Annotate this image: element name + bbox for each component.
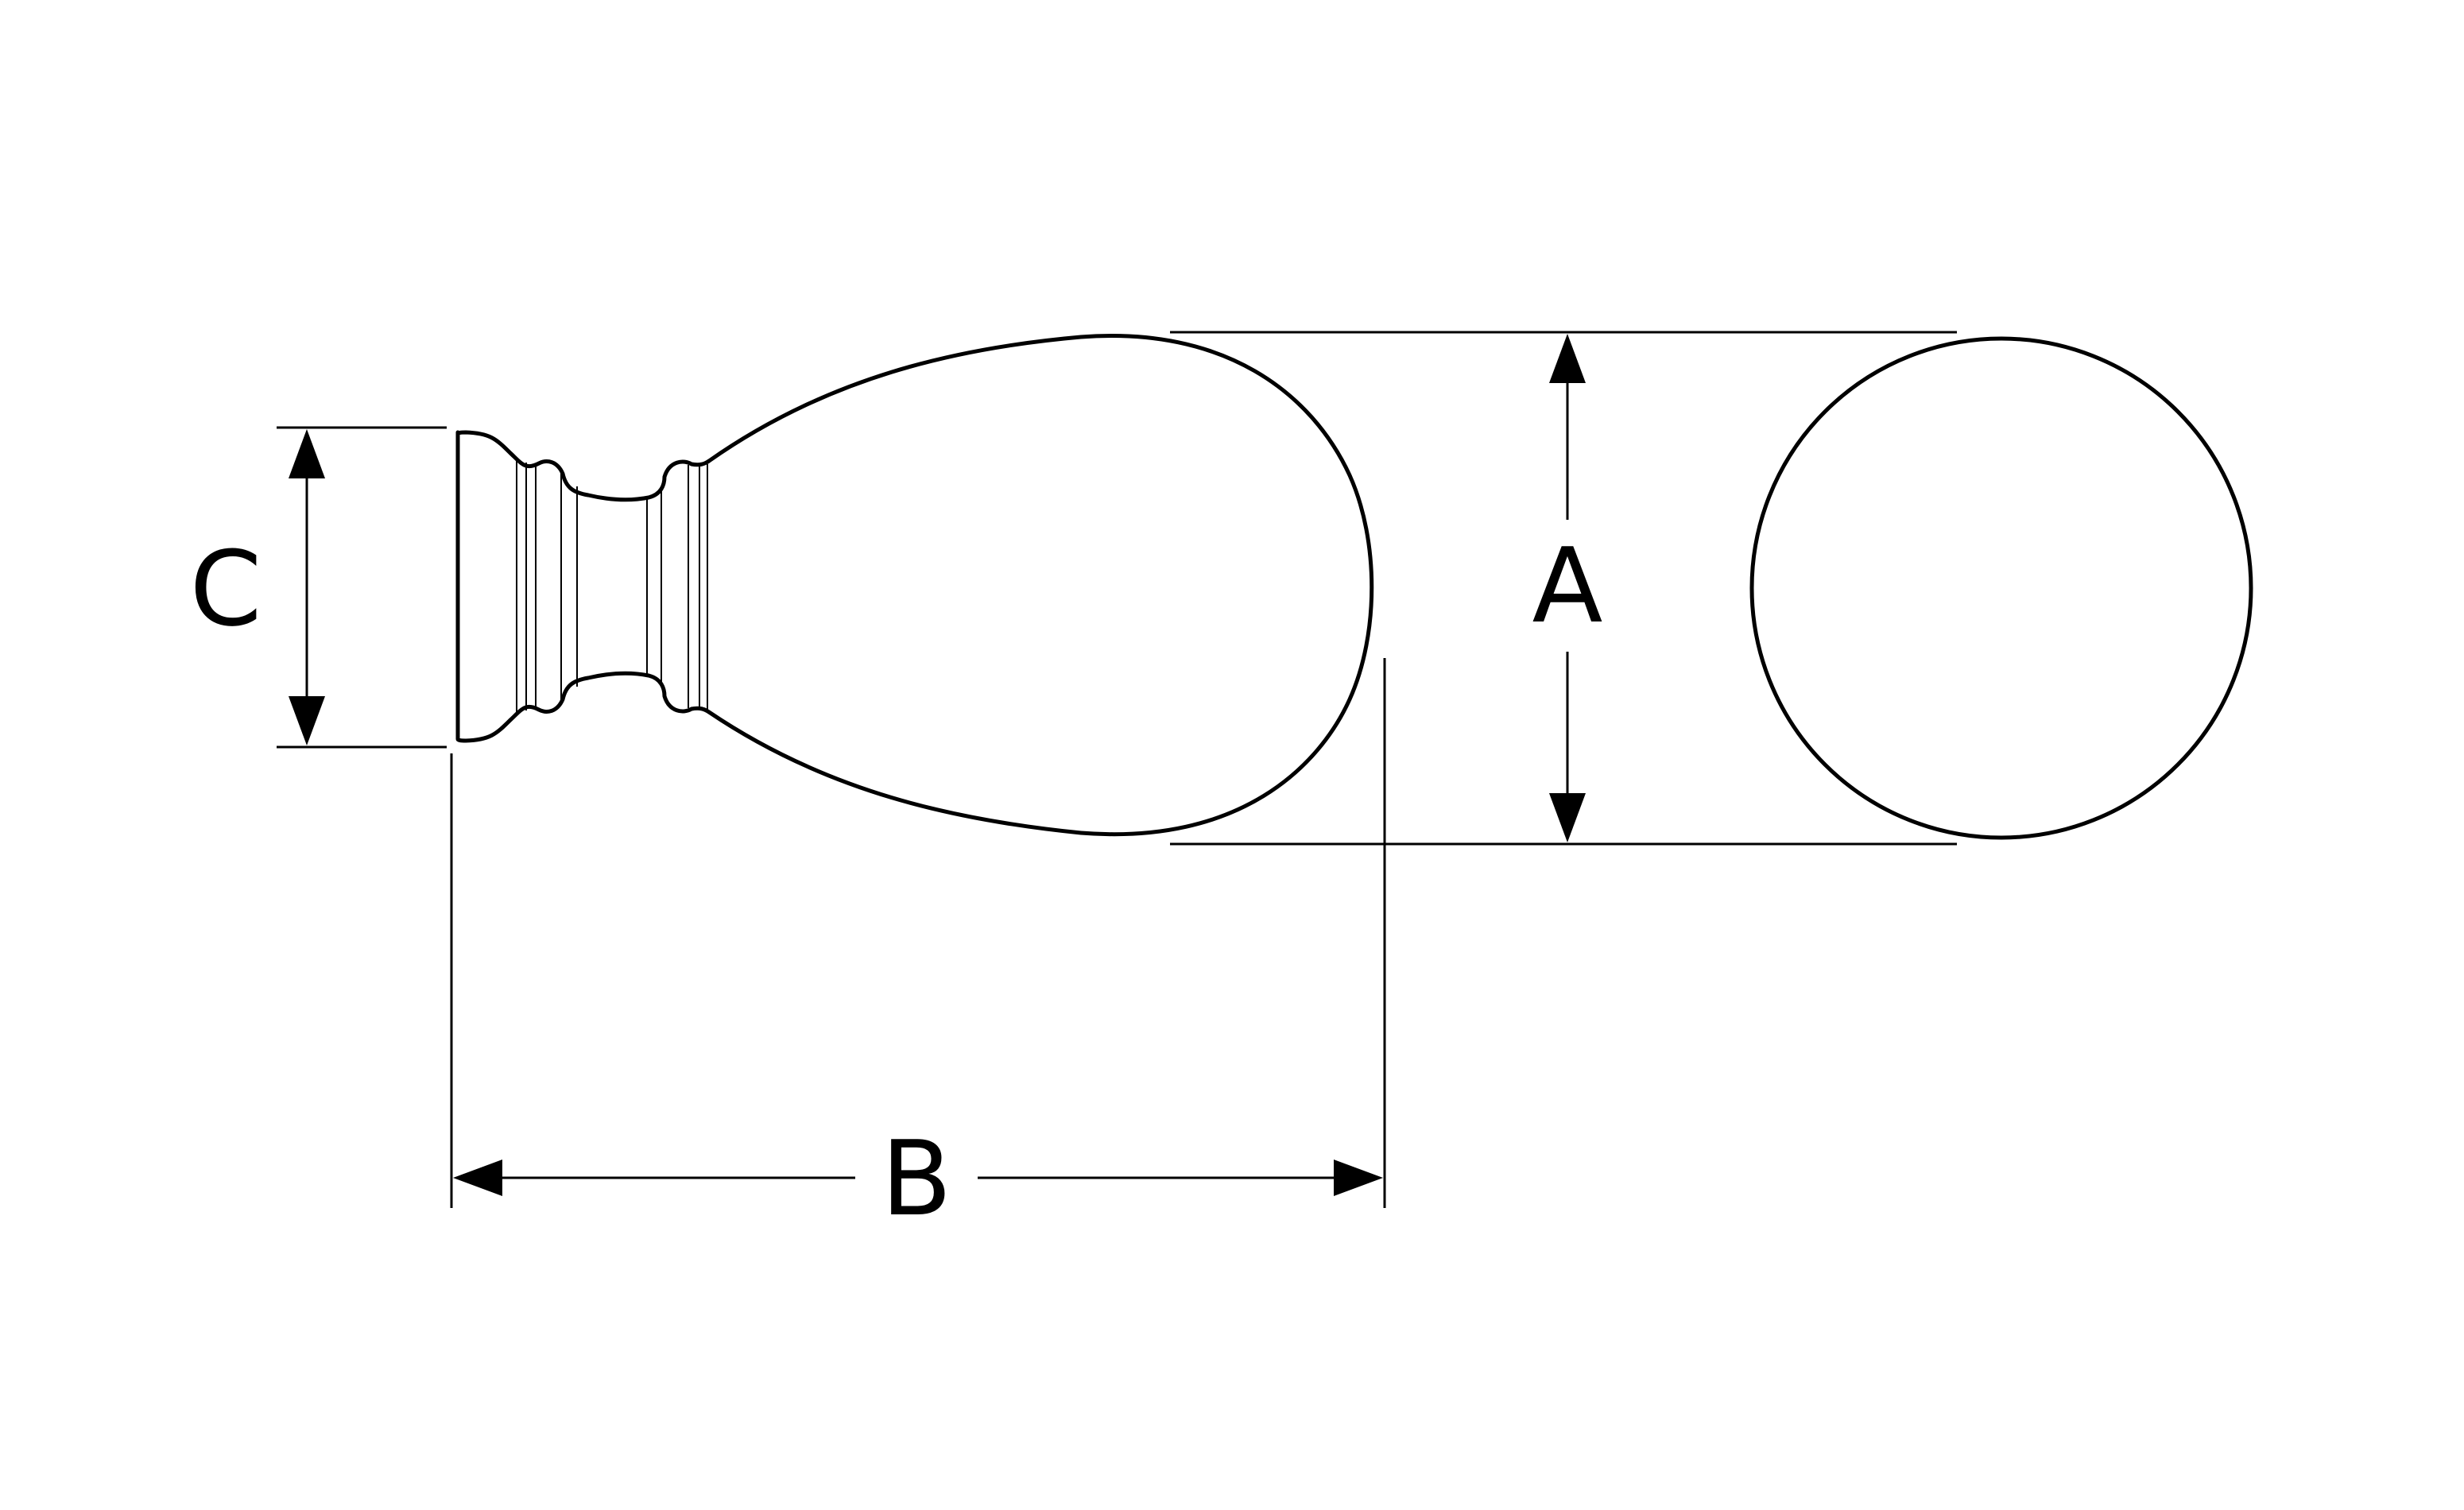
dimension-a: A: [1170, 331, 1957, 846]
arrowhead-up: [1549, 334, 1586, 383]
dimension-label-a: A: [1532, 525, 1603, 646]
dimension-b: B: [450, 658, 1386, 1239]
arrowhead-down: [1549, 793, 1586, 842]
arrowhead-down: [289, 696, 325, 745]
arrowhead-left: [453, 1160, 502, 1196]
dimension-label-c: C: [190, 528, 262, 649]
knob-end-view: [1749, 336, 2253, 840]
knob-side-outline: [455, 334, 1374, 837]
arrowhead-right: [1334, 1160, 1383, 1196]
dimension-c: C: [190, 426, 447, 749]
knob-side-view: [455, 334, 1374, 837]
arrowhead-up: [289, 429, 325, 478]
dimension-label-b: B: [881, 1118, 951, 1239]
